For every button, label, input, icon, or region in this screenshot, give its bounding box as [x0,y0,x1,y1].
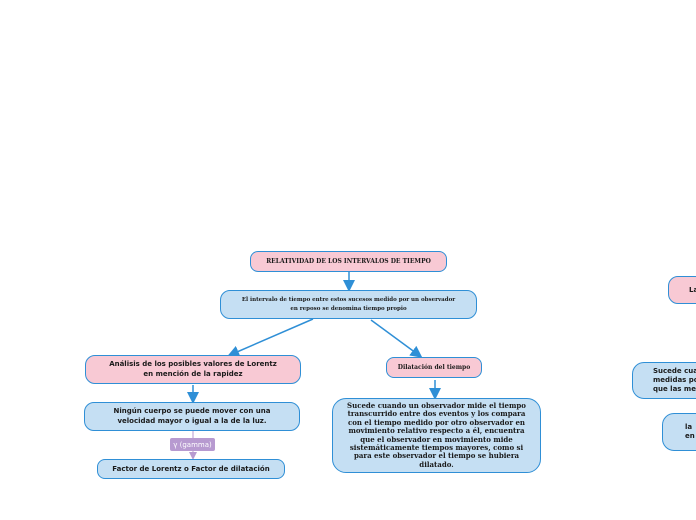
gamma-relation-label: γ (gamma) [170,438,215,451]
arrow-definition-to-dilation [370,319,423,358]
node-speed-limit-label: Ningún cuerpo se puede mover con una vel… [113,407,271,425]
node-lorentz-analysis[interactable]: Análisis de los posibles valores de Lore… [85,355,301,384]
node-dilation-description[interactable]: Sucede cuando un observador mide el tiem… [332,398,541,473]
node-speed-limit[interactable]: Ningún cuerpo se puede mover con una vel… [84,402,300,431]
node-lorentz-factor-label: Factor de Lorentz o Factor de dilatación [112,465,270,473]
node-right-partial-3[interactable]: la en [662,413,696,451]
node-time-dilation-label: Dilatación del tiempo [397,364,471,371]
node-root[interactable]: RELATIVIDAD DE LOS INTERVALOS DE TIEMPO [250,251,447,272]
node-lorentz-factor[interactable]: Factor de Lorentz o Factor de dilatación [97,459,285,479]
node-lorentz-analysis-label: Análisis de los posibles valores de Lore… [109,360,277,378]
node-right-partial-3-label: la en [685,422,695,440]
node-dilation-description-label: Sucede cuando un observador mide el tiem… [347,400,526,469]
node-right-partial-2-label: Sucede cua medidas po que las me [653,366,696,394]
arrow-definition-to-lorentz [227,318,314,357]
node-right-partial-2[interactable]: Sucede cua medidas po que las me [632,362,696,399]
node-definition[interactable]: El intervalo de tiempo entre estos suces… [220,290,477,319]
node-root-label: RELATIVIDAD DE LOS INTERVALOS DE TIEMPO [266,258,431,265]
gamma-relation-text: γ (gamma) [173,440,212,449]
node-right-partial-1-label: La [689,286,696,294]
node-definition-label: El intervalo de tiempo entre estos suces… [241,296,456,312]
node-right-partial-1[interactable]: La [668,276,696,304]
node-time-dilation[interactable]: Dilatación del tiempo [386,357,482,378]
